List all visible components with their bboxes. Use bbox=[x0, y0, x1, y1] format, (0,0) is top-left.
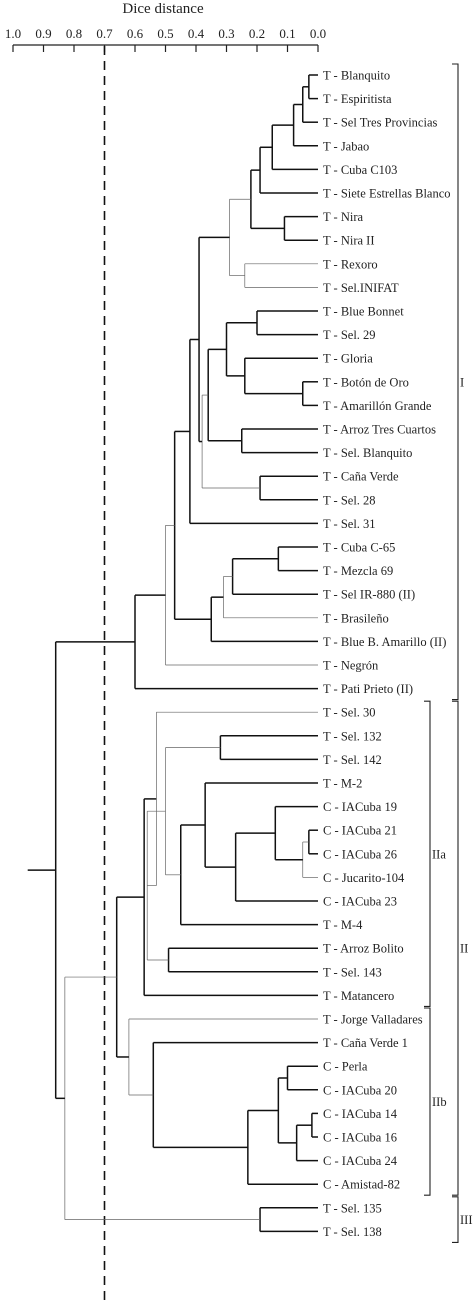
leaf-label: C - IACuba 19 bbox=[323, 800, 397, 814]
leaf-label: T - Espiritista bbox=[323, 92, 392, 106]
leaf-label: T - Amarillón Grande bbox=[323, 399, 432, 413]
leaf-label: T - Nira bbox=[323, 210, 363, 224]
leaf-label: T - Brasileño bbox=[323, 611, 389, 625]
leaf-label: T - Blanquito bbox=[323, 69, 390, 83]
leaf-label: C - Jucarito-104 bbox=[323, 871, 405, 885]
leaf-label: T - Sel. 30 bbox=[323, 706, 376, 720]
axis-tick-label: 0.7 bbox=[96, 26, 113, 41]
leaf-label: T - Matancero bbox=[323, 989, 394, 1003]
leaf-label: T - Arroz Tres Cuartos bbox=[323, 423, 436, 437]
cluster-label: I bbox=[460, 375, 464, 389]
axis-tick-label: 0.8 bbox=[66, 26, 82, 41]
dendrogram-branches bbox=[27, 74, 318, 1233]
leaf-label: T - Gloria bbox=[323, 352, 373, 366]
leaf-label: T - Sel. 142 bbox=[323, 753, 382, 767]
axis-tick-label: 0.9 bbox=[35, 26, 51, 41]
cluster-label: III bbox=[460, 1213, 473, 1227]
leaf-label: C - IACuba 21 bbox=[323, 824, 397, 838]
axis-title: Dice distance bbox=[122, 1, 204, 17]
leaf-label: T - Jorge Valladares bbox=[323, 1013, 423, 1027]
distance-axis: 1.0 0.9 0.8 0.7 0.6 0.5 0.4 0.3 0.2 0.1 0.0 bbox=[5, 26, 326, 52]
axis-tick-label: 0.2 bbox=[249, 26, 265, 41]
leaf-label: T - M-2 bbox=[323, 777, 362, 791]
leaf-label: T - Sel. 31 bbox=[323, 517, 376, 531]
cluster-label: IIb bbox=[432, 1095, 447, 1109]
leaf-label: T - Arroz Bolito bbox=[323, 942, 404, 956]
leaf-label: C - Amistad-82 bbox=[323, 1178, 400, 1192]
axis-tick-label: 0.0 bbox=[310, 26, 326, 41]
cluster-bracket bbox=[452, 1196, 459, 1243]
leaf-label: T - Caña Verde bbox=[323, 470, 399, 484]
cluster-bracket bbox=[452, 700, 459, 1196]
leaf-label: T - Rexoro bbox=[323, 257, 378, 271]
leaf-label: T - Sel. 135 bbox=[323, 1201, 382, 1215]
cluster-label: IIa bbox=[432, 847, 446, 861]
leaf-label: C - IACuba 16 bbox=[323, 1131, 397, 1145]
cluster-label: II bbox=[460, 942, 468, 956]
axis-tick-label: 0.5 bbox=[157, 26, 173, 41]
leaf-label: T - Sel Tres Provincias bbox=[323, 116, 437, 130]
axis-tick-label: 0.6 bbox=[127, 26, 144, 41]
leaf-label: T - Jabao bbox=[323, 139, 369, 153]
leaf-label: C - IACuba 26 bbox=[323, 847, 397, 861]
leaf-label: T - Sel. 29 bbox=[323, 328, 376, 342]
cluster-bracket bbox=[452, 63, 459, 701]
leaf-label: T - Pati Prieto (II) bbox=[323, 682, 413, 696]
leaf-label: T - Caña Verde 1 bbox=[323, 1036, 408, 1050]
axis-tick-label: 0.1 bbox=[279, 26, 295, 41]
leaf-label: T - Sel. 28 bbox=[323, 493, 376, 507]
leaf-label: T - Siete Estrellas Blanco bbox=[323, 187, 451, 201]
leaf-label: C - IACuba 23 bbox=[323, 895, 397, 909]
leaf-label: C - Perla bbox=[323, 1060, 368, 1074]
leaf-label: C - IACuba 20 bbox=[323, 1083, 397, 1097]
leaf-label: T - Sel.INIFAT bbox=[323, 281, 399, 295]
leaf-label: T - Blue B. Amarillo (II) bbox=[323, 635, 446, 649]
cluster-bracket bbox=[424, 1007, 431, 1196]
leaf-label: C - IACuba 24 bbox=[323, 1154, 398, 1168]
axis-tick-label: 1.0 bbox=[5, 26, 21, 41]
axis-tick-label: 0.3 bbox=[218, 26, 234, 41]
leaf-label: T - Nira II bbox=[323, 234, 374, 248]
leaf-label: T - Botón de Oro bbox=[323, 375, 409, 389]
leaf-label: T - Mezcla 69 bbox=[323, 564, 393, 578]
leaf-label: T - M-4 bbox=[323, 918, 363, 932]
leaf-label: T - Sel IR-880 (II) bbox=[323, 588, 415, 602]
leaf-label: T - Sel. 132 bbox=[323, 729, 382, 743]
leaf-labels: T - Blanquito T - Espiritista T - Sel Tres… bbox=[323, 69, 451, 1239]
cluster-bracket bbox=[424, 700, 431, 1007]
leaf-label: T - Cuba C-65 bbox=[323, 541, 395, 555]
leaf-label: T - Sel. 143 bbox=[323, 965, 382, 979]
leaf-label: T - Negrón bbox=[323, 659, 379, 673]
leaf-label: T - Cuba C103 bbox=[323, 163, 397, 177]
leaf-label: C - IACuba 14 bbox=[323, 1107, 398, 1121]
leaf-label: T - Sel. 138 bbox=[323, 1225, 382, 1239]
leaf-label: T - Sel. Blanquito bbox=[323, 446, 412, 460]
leaf-label: T - Blue Bonnet bbox=[323, 305, 404, 319]
axis-tick-label: 0.4 bbox=[188, 26, 205, 41]
